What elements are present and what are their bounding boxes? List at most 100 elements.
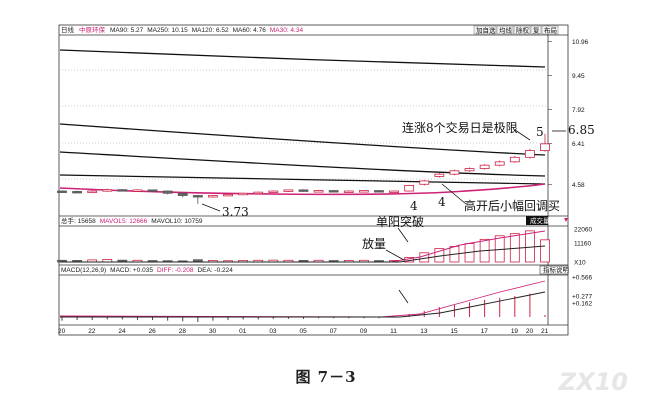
annotation-count-4a: 4 bbox=[438, 195, 446, 209]
candle-body bbox=[132, 189, 143, 192]
chart-frame bbox=[58, 24, 569, 336]
header-button[interactable] bbox=[496, 25, 514, 35]
candle-body bbox=[449, 170, 460, 175]
x-tick-label: 26 bbox=[149, 328, 157, 335]
candle bbox=[343, 190, 354, 193]
x-tick-label: 20 bbox=[526, 328, 534, 335]
candle bbox=[434, 173, 445, 178]
x-tick-label: 15 bbox=[450, 328, 458, 335]
volume-averages bbox=[60, 230, 546, 263]
price-y-axis: 10.969.457.926.414.58 bbox=[548, 39, 589, 189]
candle-body bbox=[283, 189, 294, 192]
volume-tick-label: 11160 bbox=[574, 241, 591, 248]
candle-body bbox=[253, 191, 264, 195]
candle-body bbox=[494, 161, 505, 166]
candle-body bbox=[117, 189, 128, 192]
candles bbox=[57, 133, 550, 204]
candle-body bbox=[540, 143, 550, 151]
annotation-count-4b: 4 bbox=[410, 199, 418, 213]
annotation-volume: 放量 bbox=[362, 236, 386, 251]
x-tick-label: 13 bbox=[420, 328, 428, 335]
x-tick-label: 09 bbox=[360, 328, 368, 335]
price-tick-label: 9.45 bbox=[572, 73, 585, 80]
x-tick-label: 22 bbox=[88, 328, 96, 335]
x-tick-label: 28 bbox=[179, 328, 187, 335]
annotation-price-low: 3.73 bbox=[222, 205, 249, 219]
annotation-count-5: 5 bbox=[536, 125, 544, 139]
candle-body bbox=[358, 190, 369, 193]
annotation-yang: 单阳突破 bbox=[376, 214, 424, 229]
candle bbox=[509, 155, 520, 163]
watermark: ZX10 bbox=[558, 368, 628, 396]
header-button-label: 除权 bbox=[516, 26, 530, 35]
candle-body bbox=[313, 190, 324, 193]
candle bbox=[223, 193, 233, 197]
candle bbox=[374, 190, 384, 193]
header-button[interactable] bbox=[541, 25, 559, 35]
candle-body bbox=[434, 173, 445, 177]
header-buttons: 加自选均线除权复布局 bbox=[473, 25, 559, 35]
macd-legend-item: DIFF: -0.208 bbox=[157, 267, 194, 274]
candle-body bbox=[223, 193, 233, 197]
candle-body bbox=[404, 185, 415, 192]
stock-name: 中原环保 bbox=[79, 25, 106, 34]
x-tick-label: 01 bbox=[239, 328, 247, 335]
candle-body bbox=[525, 150, 535, 158]
ma90-line bbox=[59, 151, 546, 177]
diff-line bbox=[59, 280, 546, 318]
candle bbox=[404, 184, 415, 192]
ma-legend-item: MA30: 4.34 bbox=[270, 27, 304, 34]
arrow-macd bbox=[398, 289, 409, 304]
price-tick-label: 4.58 bbox=[572, 182, 585, 189]
x-tick-label: 03 bbox=[269, 328, 277, 335]
candle bbox=[192, 194, 203, 204]
ma250-line bbox=[59, 49, 546, 68]
candle bbox=[102, 188, 113, 192]
candle-body bbox=[343, 190, 354, 193]
arrow-yang bbox=[397, 227, 409, 243]
x-tick-label: 11 bbox=[390, 328, 397, 335]
candle bbox=[449, 169, 460, 176]
header-button[interactable] bbox=[473, 25, 497, 35]
candle bbox=[253, 191, 264, 195]
candle-body bbox=[162, 190, 173, 194]
price-gridlines bbox=[59, 69, 548, 180]
macd-legend-item: MACD: +0.035 bbox=[110, 267, 153, 274]
candle-body bbox=[177, 192, 188, 196]
macd-lines bbox=[59, 280, 546, 318]
mavol10-line bbox=[60, 245, 546, 263]
candle-body bbox=[328, 190, 339, 193]
header-button-label: 均线 bbox=[499, 26, 513, 35]
volume-tick-label: 22060 bbox=[574, 227, 592, 234]
candle-body bbox=[57, 190, 67, 193]
arrow-pullback bbox=[441, 183, 467, 205]
x-tick-label: 24 bbox=[118, 328, 126, 335]
volume-tag-label: 成交量 bbox=[530, 216, 550, 225]
candle bbox=[238, 192, 249, 196]
ma-legend-item: MA90: 5.27 bbox=[110, 27, 144, 34]
header-button[interactable] bbox=[513, 25, 531, 35]
volume-bars bbox=[57, 230, 550, 263]
annotation-price-high: 6.85 bbox=[568, 123, 595, 137]
header-button-label: 布局 bbox=[544, 26, 557, 35]
volume-bar bbox=[540, 239, 550, 263]
x-tick-label: 19 bbox=[511, 328, 519, 335]
ma-legend-item: MA250: 10.15 bbox=[147, 27, 188, 34]
candle-body bbox=[87, 190, 98, 193]
candle bbox=[479, 164, 490, 170]
annotation-pullback: 高开后小幅回调买 bbox=[464, 198, 560, 213]
candle bbox=[540, 133, 550, 152]
candle-body bbox=[147, 189, 158, 192]
x-tick-label: 05 bbox=[300, 328, 308, 335]
volume-tag bbox=[526, 216, 548, 225]
header-button[interactable] bbox=[530, 25, 542, 35]
ma120-line bbox=[59, 123, 546, 156]
macd-tag-label: 指标说明 bbox=[543, 265, 570, 274]
x-tick-label: 21 bbox=[541, 328, 549, 335]
ma-legend-item: MA60: 4.76 bbox=[233, 27, 267, 34]
